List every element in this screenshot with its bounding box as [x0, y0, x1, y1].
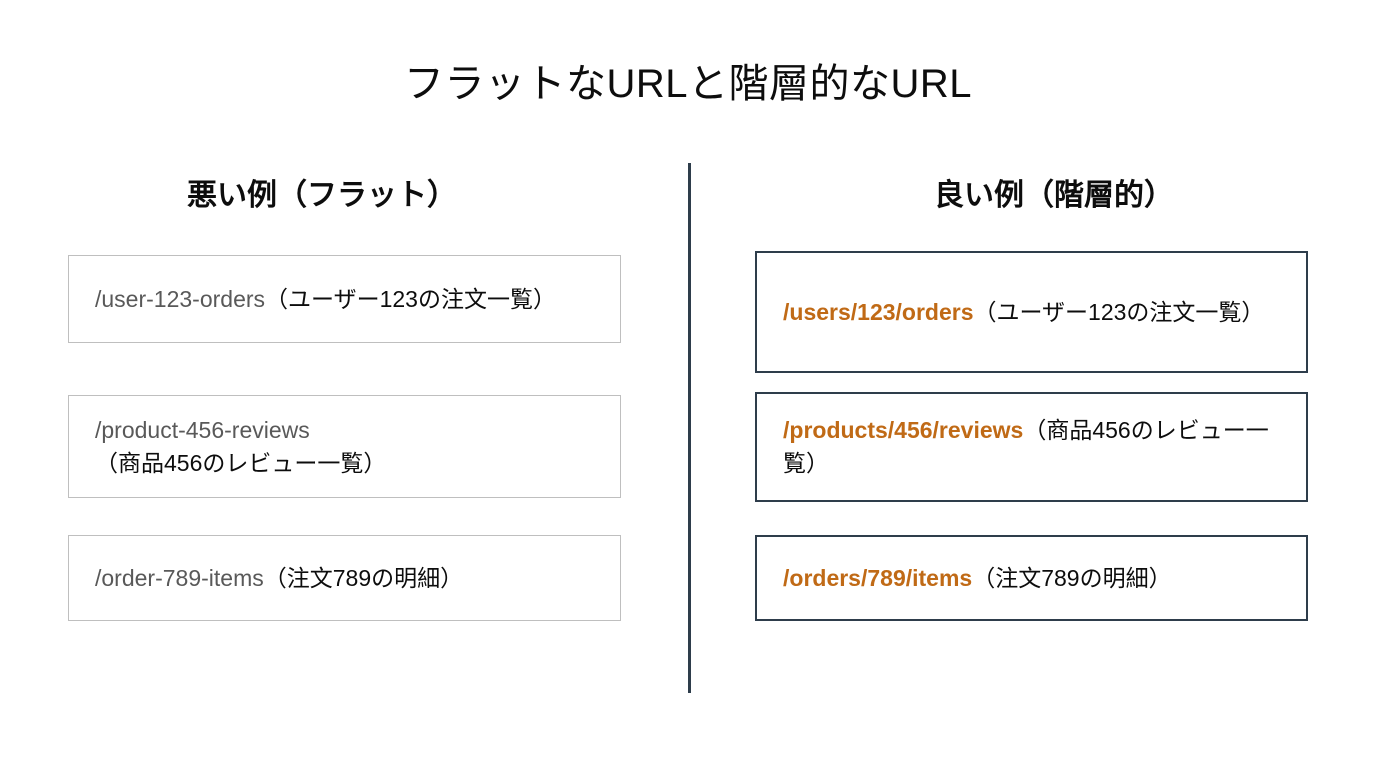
- bad-url-box-1-content: /user-123-orders（ユーザー123の注文一覧）: [69, 283, 620, 316]
- good-url-box-3: /orders/789/items（注文789の明細）: [755, 535, 1308, 621]
- good-url-path-2: /products/456/reviews: [783, 417, 1024, 444]
- bad-url-description-1: （ユーザー123の注文一覧）: [265, 285, 556, 312]
- good-url-description-1: （ユーザー123の注文一覧）: [973, 298, 1265, 325]
- good-url-description-2: （商品456のレビュー一覧）: [783, 417, 1269, 476]
- good-url-box-2-content: /products/456/reviews（商品456のレビュー一覧）: [757, 414, 1306, 479]
- bad-url-path-2: /product-456-reviews: [95, 416, 310, 443]
- page-title: フラットなURLと階層的なURL: [403, 62, 973, 106]
- bad-url-description-2: （商品456のレビュー一覧）: [95, 449, 387, 476]
- good-url-path-3: /orders/789/items: [783, 564, 973, 591]
- good-url-description-3: （注文789の明細）: [972, 564, 1172, 591]
- good-url-box-2: /products/456/reviews（商品456のレビュー一覧）: [755, 392, 1308, 502]
- bad-url-path-3: /order-789-items: [95, 564, 264, 591]
- good-url-path-1: /users/123/orders: [783, 298, 974, 325]
- bad-url-path-1: /user-123-orders: [95, 285, 266, 312]
- bad-url-line-1: /user-123-orders（ユーザー123の注文一覧）: [95, 283, 594, 316]
- good-url-box-1-content: /users/123/orders（ユーザー123の注文一覧）: [757, 296, 1306, 329]
- bad-examples-heading: 悪い例（フラット）: [187, 179, 457, 212]
- bad-url-box-3-content: /order-789-items（注文789の明細）: [69, 562, 620, 595]
- good-examples-heading: 良い例（階層的）: [934, 179, 1174, 212]
- bad-url-box-2: /product-456-reviews （商品456のレビュー一覧）: [68, 395, 621, 498]
- bad-url-box-2-content: /product-456-reviews （商品456のレビュー一覧）: [69, 414, 620, 479]
- bad-url-box-1: /user-123-orders（ユーザー123の注文一覧）: [68, 255, 621, 343]
- good-url-line-1: /users/123/orders（ユーザー123の注文一覧）: [783, 296, 1280, 329]
- bad-url-description-3: （注文789の明細）: [263, 564, 464, 591]
- bad-url-line-3: /order-789-items（注文789の明細）: [95, 562, 594, 595]
- good-url-box-3-content: /orders/789/items（注文789の明細）: [757, 562, 1306, 595]
- column-divider: [688, 163, 691, 693]
- good-url-box-1: /users/123/orders（ユーザー123の注文一覧）: [755, 251, 1308, 373]
- bad-url-line-2: /product-456-reviews （商品456のレビュー一覧）: [95, 414, 594, 479]
- good-url-line-2: /products/456/reviews（商品456のレビュー一覧）: [783, 414, 1280, 479]
- bad-url-box-3: /order-789-items（注文789の明細）: [68, 535, 621, 621]
- good-url-line-3: /orders/789/items（注文789の明細）: [783, 562, 1280, 595]
